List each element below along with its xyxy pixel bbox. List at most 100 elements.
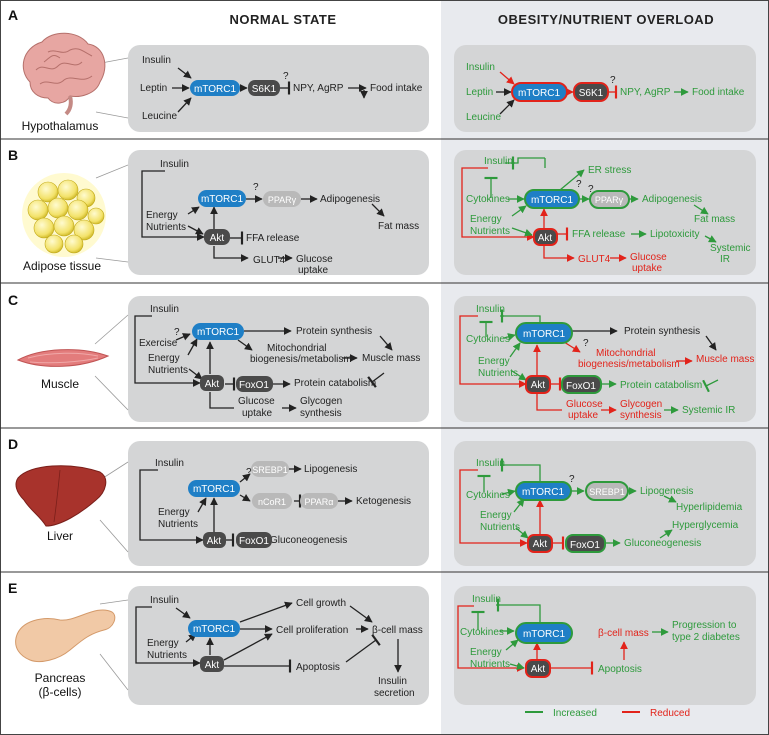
label-nutrients: Nutrients (148, 365, 188, 376)
normal-state-header: NORMAL STATE (229, 12, 336, 27)
label-protein-catabolism: Protein catabolism (294, 378, 376, 389)
label-insulin-secretion-2: secretion (374, 688, 415, 699)
label-mito-metabolism: biogenesis/metabolism (250, 354, 352, 365)
label-insulin: Insulin (160, 159, 189, 170)
akt-label: Akt (533, 539, 548, 550)
mtorc1-node: mTORC1 (192, 323, 244, 340)
label-exercise: Exercise (139, 338, 178, 349)
akt-node: Akt (203, 532, 226, 548)
mtorc1-node: mTORC1 (198, 190, 246, 207)
label-muscle-mass: Muscle mass (362, 353, 420, 364)
label-gluconeogenesis: Gluconeogenesis (270, 535, 347, 546)
label-npy-agrp: NPY, AgRP (293, 83, 344, 94)
ppar-node: PPARγ (263, 191, 301, 207)
foxo1-node: FoxO1 (236, 376, 273, 392)
panel-d-normal: Insulin Energy Nutrients ? Lipogenesis K… (155, 458, 411, 546)
question-mark: ? (253, 182, 259, 193)
label-energy: Energy (148, 353, 180, 364)
label-cell-growth: Cell growth (296, 598, 346, 609)
label-nutrients: Nutrients (146, 222, 186, 233)
label-energy: Energy (147, 638, 179, 649)
akt-label: Akt (531, 380, 546, 391)
label-nutrients: Nutrients (158, 519, 198, 530)
label-glucose: Glucose (630, 252, 667, 263)
label-systemic-ir: Systemic IR (682, 405, 735, 416)
label-insulin: Insulin (476, 458, 505, 469)
label-nutrients: Nutrients (480, 522, 520, 533)
label-beta-cell-mass: β-cell mass (598, 628, 649, 639)
akt-label: Akt (210, 233, 225, 244)
s6k1-node: S6K1 (248, 80, 280, 96)
label-energy: Energy (470, 214, 502, 225)
mtorc1-label: mTORC1 (518, 88, 560, 99)
label-energy: Energy (470, 647, 502, 658)
label-insulin: Insulin (466, 62, 495, 73)
label-ffa-release: FFA release (572, 229, 626, 240)
legend-increased-label: Increased (553, 708, 597, 719)
label-insulin-secretion-1: Insulin (378, 676, 407, 687)
label-food-intake: Food intake (370, 83, 423, 94)
panel-letter-e: E (8, 580, 17, 596)
label-energy: Energy (158, 507, 190, 518)
panel-letter-c: C (8, 292, 18, 308)
question-mark: ? (583, 338, 589, 349)
question-mark: ? (246, 467, 252, 478)
akt-node: Akt (200, 656, 224, 672)
label-mito-metabolism: biogenesis/metabolism (578, 359, 680, 370)
panel-e-normal: Insulin Energy Nutrients Cell growth Cel… (147, 595, 423, 699)
label-nutrients: Nutrients (478, 368, 518, 379)
panel-b-normal: Insulin Energy Nutrients ? Adipogenesis … (146, 159, 419, 276)
ppara-node: PPARα (300, 493, 338, 509)
label-apoptosis: Apoptosis (598, 664, 642, 675)
label-insulin: Insulin (484, 156, 513, 167)
akt-node: Akt (527, 534, 553, 553)
label-apoptosis: Apoptosis (296, 662, 340, 673)
label-glut4: GLUT4 (253, 255, 286, 266)
label-lipotoxicity: Lipotoxicity (650, 229, 699, 240)
label-insulin: Insulin (150, 304, 179, 315)
label-glucose: Glucose (296, 254, 333, 265)
question-mark: ? (576, 179, 582, 190)
akt-node: Akt (200, 375, 224, 391)
mtorc1-node: mTORC1 (524, 189, 580, 209)
ppara-label: PPARα (304, 497, 333, 507)
s6k1-node: S6K1 (573, 82, 609, 102)
srebp1-node: SREBP1 (251, 461, 289, 477)
label-insulin: Insulin (155, 458, 184, 469)
label-progression-2: type 2 diabetes (672, 632, 740, 643)
label-nutrients: Nutrients (470, 226, 510, 237)
panel-c-obesity: Insulin Cytokines Energy Nutrients ? Pro… (466, 304, 754, 421)
foxo1-node: FoxO1 (236, 532, 272, 548)
srebp1-label: SREBP1 (589, 487, 625, 497)
panel-b-obesity: Insulin ER stress Cytokines Energy Nutri… (466, 156, 751, 274)
organ-label-pancreas: Pancreas (35, 671, 86, 685)
s6k1-label: S6K1 (252, 84, 277, 95)
ppar-node: PPARγ (589, 190, 630, 209)
panel-e-obesity: Insulin Cytokines Energy Nutrients β-cel… (460, 594, 740, 675)
foxo1-node: FoxO1 (565, 534, 606, 553)
foxo1-label: FoxO1 (566, 381, 596, 392)
ncor1-label: nCoR1 (258, 497, 286, 507)
mtorc1-node: mTORC1 (515, 481, 572, 501)
label-protein-synthesis: Protein synthesis (624, 326, 700, 337)
panel-letter-d: D (8, 436, 18, 452)
label-ketogenesis: Ketogenesis (356, 496, 411, 507)
mtorc1-node: mTORC1 (188, 620, 240, 637)
label-glycogen: Glycogen (620, 399, 662, 410)
foxo1-label: FoxO1 (239, 536, 269, 547)
mtorc1-node: mTORC1 (511, 82, 568, 102)
akt-label: Akt (207, 536, 222, 547)
label-insulin: Insulin (476, 304, 505, 315)
mtorc1-node: mTORC1 (515, 622, 573, 644)
akt-label: Akt (205, 660, 220, 671)
label-fat-mass: Fat mass (378, 221, 419, 232)
label-glycogen: Glycogen (300, 396, 342, 407)
organ-label-adipose: Adipose tissue (23, 259, 101, 273)
foxo1-label: FoxO1 (239, 380, 269, 391)
question-mark: ? (610, 75, 616, 86)
srebp1-label: SREBP1 (252, 465, 288, 475)
label-glut4: GLUT4 (578, 254, 611, 265)
label-fat-mass: Fat mass (694, 214, 735, 225)
label-protein-synthesis: Protein synthesis (296, 326, 372, 337)
